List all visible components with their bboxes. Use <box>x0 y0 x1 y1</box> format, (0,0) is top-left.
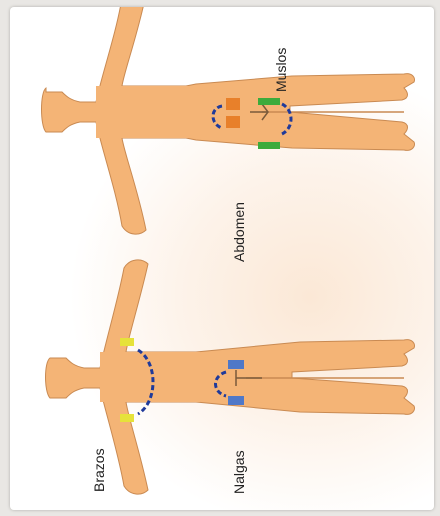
buttock-site-upper <box>228 360 244 369</box>
buttock-site-lower <box>228 396 244 405</box>
brazos-label: Brazos <box>91 448 107 492</box>
arm-site-lower <box>120 414 134 422</box>
muslos-label: Muslos <box>273 48 289 92</box>
abdomen-site-lower <box>226 116 240 128</box>
front-body-figure <box>42 7 415 234</box>
arm-site-upper <box>120 338 134 346</box>
injection-sites-diagram: Muslos Abdomen Brazos Nalgas <box>10 7 434 510</box>
thigh-site-lower <box>258 142 280 149</box>
front-torso <box>96 86 196 138</box>
thigh-site-upper <box>258 98 280 105</box>
diagram-card: Muslos Abdomen Brazos Nalgas <box>10 7 434 510</box>
nalgas-label: Nalgas <box>231 450 247 494</box>
abdomen-site-upper <box>226 98 240 110</box>
abdomen-label: Abdomen <box>231 202 247 262</box>
